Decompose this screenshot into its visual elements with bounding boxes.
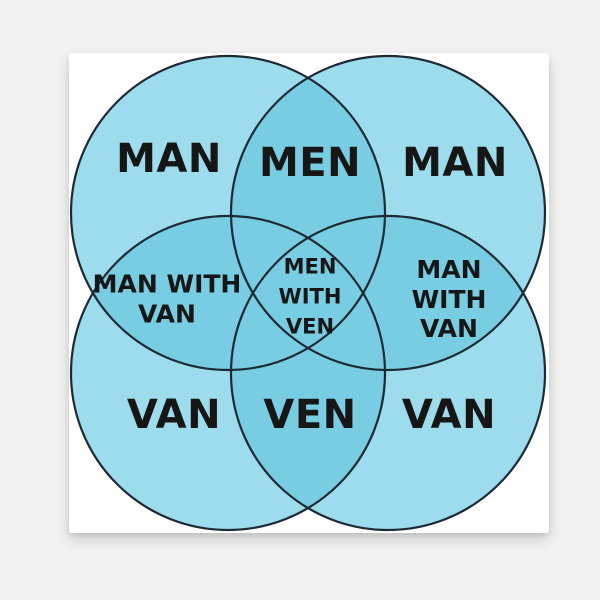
- overlap-tr-bl: [231, 216, 385, 370]
- overlaps-with-top-right: [231, 216, 385, 370]
- circle-top-right-outline: [229, 54, 547, 372]
- circle-bottom-left-outline: [69, 214, 387, 532]
- canvas-print: MAN MEN MAN MAN WITH VAN MEN WITH VEN MA…: [69, 53, 549, 533]
- circle-top-left-outline: [69, 54, 387, 372]
- venn-diagram: [69, 54, 547, 532]
- circle-bottom-right-outline: [229, 214, 547, 532]
